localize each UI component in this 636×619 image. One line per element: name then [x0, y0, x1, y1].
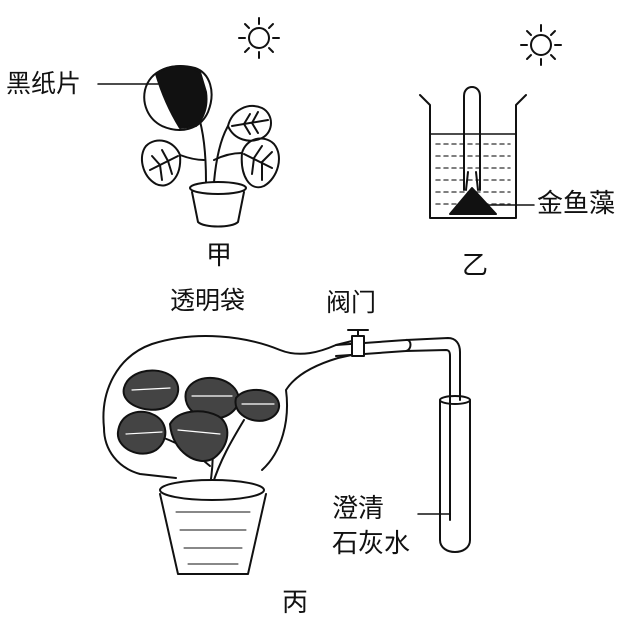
test-tube-inverted	[463, 86, 481, 191]
valve	[347, 329, 369, 357]
valve-pipe	[335, 337, 461, 521]
water-dashes	[435, 143, 511, 205]
label-black-paper: 黑纸片	[6, 69, 82, 98]
limewater-test-tube	[439, 395, 471, 553]
label-valve: 阀门	[326, 288, 377, 317]
sun-icon	[238, 17, 280, 59]
label-bing: 丙	[282, 588, 309, 618]
black-paper-patch	[155, 65, 208, 129]
transparent-bag	[102, 335, 357, 479]
label-limewater-line2: 石灰水	[332, 529, 411, 559]
goldfish-weed	[449, 171, 497, 215]
beaker	[419, 94, 527, 219]
plant-bing	[116, 369, 281, 575]
label-goldfish-weed: 金鱼藻	[537, 189, 616, 219]
label-transparent-bag: 透明袋	[170, 286, 246, 315]
label-limewater-line1: 澄清	[332, 494, 385, 524]
plant-jia	[140, 65, 280, 228]
label-yi: 乙	[462, 251, 489, 281]
label-jia: 甲	[206, 241, 233, 271]
sun-icon	[520, 24, 562, 66]
